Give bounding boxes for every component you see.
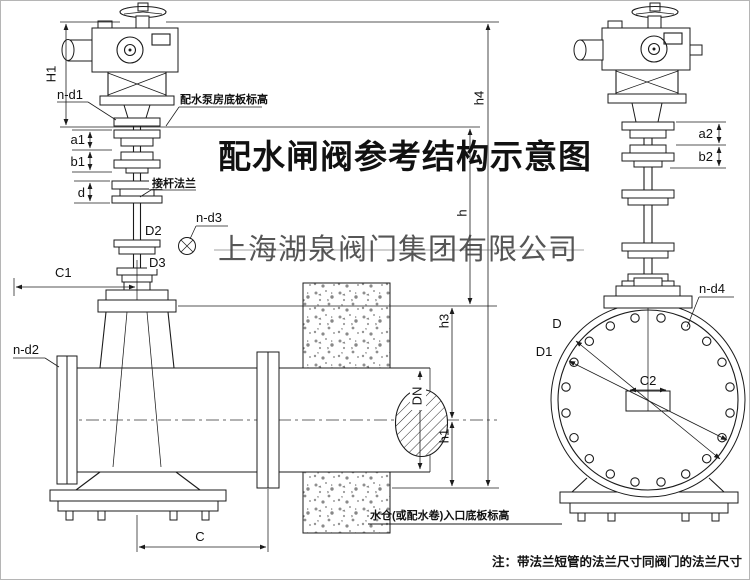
dim-label-d: d [78,185,85,200]
right-actuator [573,2,703,123]
left-actuator [61,2,179,127]
dim-label-b2: b2 [699,149,713,164]
diagram-title: 配水闸阀参考结构示意图 [218,138,592,175]
dim-label-C: C [195,529,204,544]
mounting-plate [113,117,161,127]
dim-label-H1: H1 [43,66,58,83]
actuator-body [601,27,691,71]
dim-label-C1: C1 [55,265,72,280]
dim-label-h1: h1 [436,429,451,443]
dim-label-DN: DN [409,387,424,406]
annotation-rod-flange: 接杆法兰 [152,176,196,190]
dim-label-n-d3: n-d3 [196,210,222,225]
dim-label-a2: a2 [699,126,713,141]
labels: H1 n-d1 a1 b1 d 配水泵房底板标高 接杆法兰 D2 n-d3 D3… [13,66,743,569]
annotation-pump-floor: 配水泵房底板标高 [180,92,268,106]
dimension-lines [13,21,734,552]
dim-label-n-d1: n-d1 [57,87,83,102]
right-stem [603,121,693,309]
dim-label-D: D [552,316,561,331]
dim-label-h4: h4 [471,91,486,105]
dim-label-h: h [454,209,469,216]
dim-label-n-d2: n-d2 [13,342,39,357]
dim-label-C2: C2 [640,373,657,388]
left-base [49,471,227,521]
dim-label-D2: D2 [145,223,162,238]
dim-label-a1: a1 [71,132,85,147]
dim-label-h3: h3 [436,314,451,328]
watermark-text: 上海湖泉阀门集团有限公司 [218,233,578,266]
annotation-inlet-floor: 水仓(或配水卷)入口底板标高 [370,508,509,522]
bolt-hole-symbol [178,237,196,255]
dim-label-n-d4: n-d4 [699,281,725,296]
dim-label-D1: D1 [536,344,553,359]
dim-label-b1: b1 [71,154,85,169]
left-view [49,2,497,534]
dim-label-D3: D3 [149,255,166,270]
note-text: 注：带法兰短管的法兰尺寸同阀门的法兰尺寸 [492,554,743,569]
right-base [559,477,739,522]
